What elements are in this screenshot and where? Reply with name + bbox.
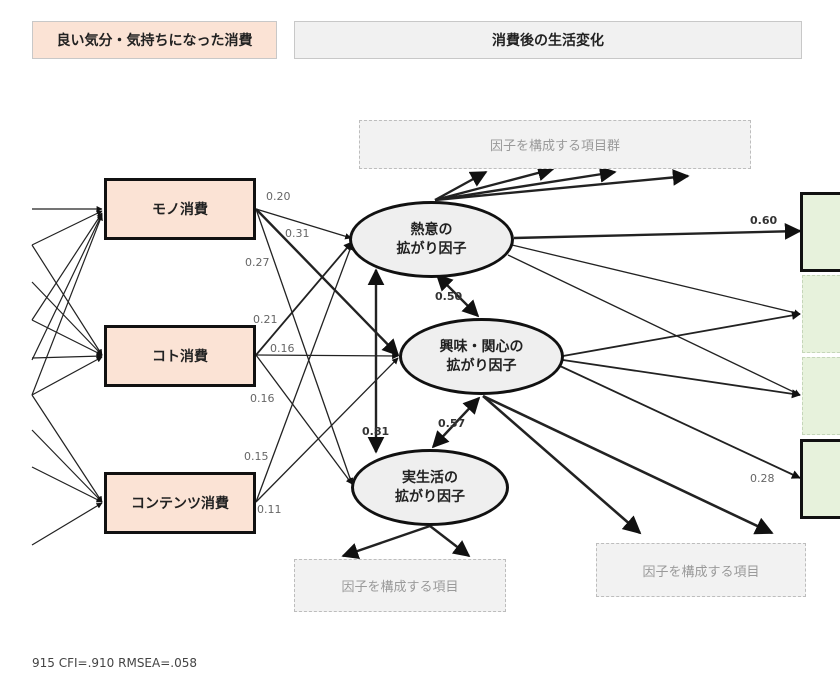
factor-netsui-line2: 拡がり因子 bbox=[396, 240, 467, 257]
in-arrow-contents-4 bbox=[31, 502, 103, 546]
path-netsui-outcome3 bbox=[507, 254, 801, 396]
coef-outcome4: 0.28 bbox=[750, 472, 775, 485]
coef-contents-kyomi: 0.11 bbox=[257, 503, 282, 516]
load-netsui-4 bbox=[434, 169, 690, 202]
node-mono-consumption: モノ消費 bbox=[104, 178, 256, 240]
load-netsui-3 bbox=[434, 166, 617, 202]
in-arrow-mono-5 bbox=[31, 214, 103, 396]
load-netsui-1 bbox=[434, 170, 488, 202]
factor-kyomi-line2: 拡がり因子 bbox=[446, 357, 517, 374]
in-arrow-koto-3 bbox=[31, 319, 103, 356]
load-jisseikatsu-2 bbox=[429, 525, 471, 558]
node-contents-consumption: コンテンツ消費 bbox=[104, 472, 256, 534]
left-item-arrows bbox=[31, 206, 103, 546]
in-arrow-mono-3 bbox=[31, 212, 103, 321]
factor-netsui-line1: 熱意の bbox=[410, 221, 453, 238]
corr-netsui-kyomi bbox=[435, 273, 480, 318]
corr-label-kyomi-jisseikatsu: 0.57 bbox=[438, 417, 466, 430]
coef-mono-netsui: 0.20 bbox=[266, 190, 291, 203]
coef-koto-netsui: 0.21 bbox=[253, 313, 278, 326]
coef-koto-kyomi: 0.16 bbox=[270, 342, 295, 355]
path-kyomi-outcome4 bbox=[559, 365, 801, 479]
coef-mono-kyomi: 0.31 bbox=[285, 227, 310, 240]
model-fit-indices: 915 CFI=.910 RMSEA=.058 bbox=[32, 656, 197, 670]
in-arrow-koto-2 bbox=[31, 281, 103, 356]
corr-label-netsui-kyomi: 0.50 bbox=[435, 290, 463, 303]
path-mono-netsui bbox=[255, 208, 352, 240]
path-netsui-outcome2 bbox=[511, 244, 801, 316]
path-kyomi-outcome2 bbox=[562, 310, 801, 357]
factor-jisseikatsu-line1: 実生活の bbox=[402, 469, 458, 486]
node-koto-consumption: コト消費 bbox=[104, 325, 256, 387]
coef-contents-netsui: 0.15 bbox=[244, 450, 269, 463]
in-arrow-contents-1 bbox=[31, 394, 103, 503]
in-arrow-koto-1 bbox=[31, 244, 103, 356]
path-koto-jisseikatsu bbox=[255, 354, 353, 485]
header-post-consumption-life-change: 消費後の生活変化 bbox=[294, 21, 802, 59]
load-jisseikatsu-1 bbox=[341, 524, 431, 560]
factor-jisseikatsu-line2: 拡がり因子 bbox=[395, 488, 465, 505]
path-kyomi-outcome3 bbox=[562, 359, 801, 399]
in-arrow-mono-2 bbox=[31, 210, 103, 246]
load-netsui-2 bbox=[434, 164, 555, 202]
corr-label-netsui-jisseikatsu: 0.81 bbox=[362, 425, 390, 438]
outcome-box-2 bbox=[802, 275, 840, 353]
path-netsui-outcome1 bbox=[513, 222, 802, 240]
factor-items-box-top: 因子を構成する項目群 bbox=[359, 120, 751, 169]
factor-items-box-bottom-left: 因子を構成する項目 bbox=[294, 559, 506, 612]
path-contents-netsui bbox=[255, 243, 354, 503]
factor-items-box-bottom-right: 因子を構成する項目 bbox=[596, 543, 806, 597]
factor-kyomi: 興味・関心の 拡がり因子 bbox=[399, 318, 564, 395]
factor-kyomi-line1: 興味・関心の bbox=[439, 338, 524, 355]
in-arrow-koto-4 bbox=[31, 353, 103, 360]
corr-kyomi-jisseikatsu bbox=[431, 396, 481, 449]
outcome-box-3 bbox=[802, 357, 840, 435]
load-kyomi-1 bbox=[482, 395, 642, 535]
in-arrow-contents-3 bbox=[31, 466, 103, 503]
in-arrow-mono-4 bbox=[31, 213, 103, 361]
factor-netsui: 熱意の 拡がり因子 bbox=[349, 201, 514, 278]
coef-koto-jisseikatsu: 0.16 bbox=[250, 392, 275, 405]
factor-jisseikatsu: 実生活の 拡がり因子 bbox=[351, 449, 509, 526]
path-koto-netsui bbox=[255, 241, 353, 356]
coef-mono-jisseikatsu: 0.27 bbox=[245, 256, 270, 269]
path-mono-jisseikatsu bbox=[255, 208, 354, 485]
header-good-mood-consumption: 良い気分・気持ちになった消費 bbox=[32, 21, 277, 59]
outcome-box-1 bbox=[800, 192, 840, 272]
load-kyomi-2 bbox=[482, 394, 774, 535]
in-arrow-contents-2 bbox=[31, 429, 103, 503]
outcome-box-4 bbox=[800, 439, 840, 519]
in-arrow-koto-5 bbox=[31, 356, 103, 396]
coef-netsui-outcome1: 0.60 bbox=[750, 214, 778, 227]
